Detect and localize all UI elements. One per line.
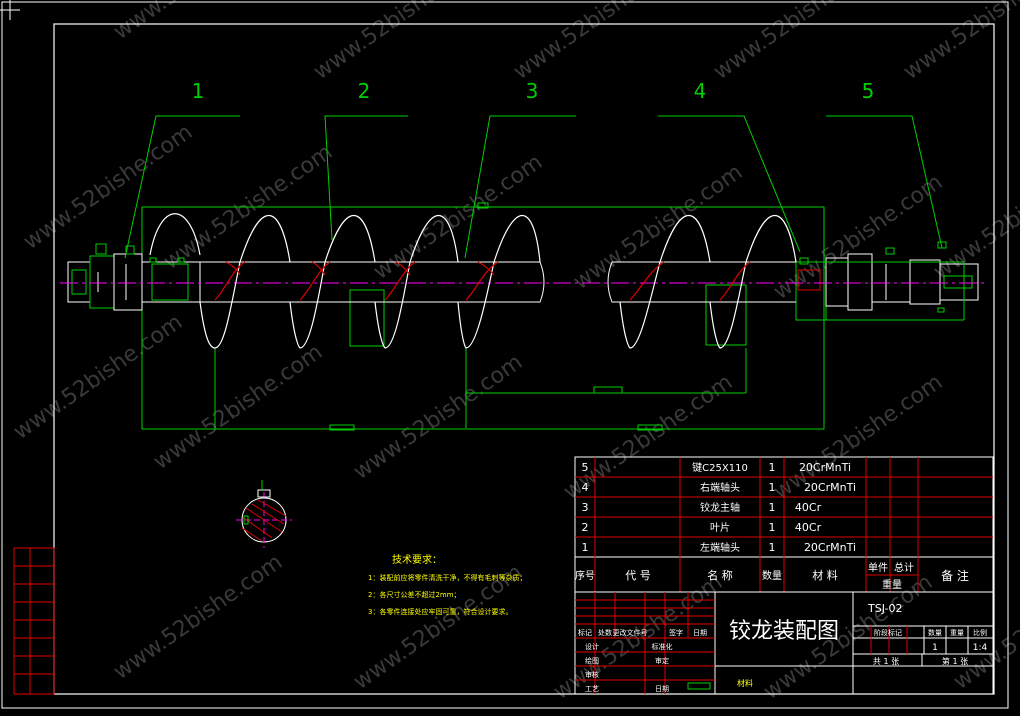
watermark: www.52bishe.com	[109, 550, 287, 685]
callout-number: 4	[694, 79, 707, 103]
tb-weight-label: 重量	[950, 629, 964, 637]
tb-role: 审核	[585, 670, 599, 679]
bom-header-weight: 重量	[882, 578, 902, 591]
inner-frame	[53, 23, 995, 695]
bom-material: 40Cr	[795, 501, 822, 514]
bom-header-seq: 序号	[575, 569, 595, 582]
tb-total-sheets: 共 1 张	[873, 657, 899, 666]
bom-header-unit: 单件	[868, 562, 888, 574]
bom-name: 左端轴头	[700, 541, 740, 554]
drawing-title: 铰龙装配图	[729, 619, 839, 644]
tb-sheet-number: 第 1 张	[942, 656, 968, 666]
tb-stage-label: 阶段标记	[874, 628, 902, 637]
tb-quantity-label: 数量	[928, 628, 942, 637]
callout-number: 5	[862, 79, 875, 103]
watermark: www.52bishe.com	[19, 120, 197, 255]
bom-qty: 1	[769, 521, 776, 534]
bom-qty: 1	[769, 541, 776, 554]
section-view	[236, 480, 292, 548]
title-block	[574, 591, 994, 695]
bom-seq: 5	[582, 461, 589, 474]
bom-material: 20CrMnTi	[799, 461, 851, 474]
bom-qty: 1	[769, 461, 776, 474]
drawing-code: TSJ-02	[867, 602, 903, 615]
outer-frame	[1, 1, 1009, 709]
bom-name: 键C25X110	[692, 461, 748, 474]
watermark: www.52bishe.com	[549, 570, 727, 705]
title-block-text: 标记 处数 更改文件号 签字 日期 设计 标准化 绘图 审定 审核 工艺 日期 …	[578, 628, 988, 693]
helical-blade	[149, 213, 797, 349]
bom-seq: 3	[582, 501, 589, 514]
bom-header-name: 名 称	[707, 568, 733, 582]
watermark: www.52bishe.com	[929, 150, 1020, 285]
watermark: www.52bishe.com	[309, 0, 487, 85]
bom-header-code: 代 号	[625, 569, 651, 582]
technical-notes: 技术要求： 1：装配前应将零件清洗干净，不得有毛刺等杂质； 2：各尺寸公差不超过…	[368, 553, 526, 616]
watermark: www.52bishe.com	[109, 0, 287, 45]
callout-number: 3	[526, 79, 539, 103]
tb-material-label: 材料	[737, 678, 753, 688]
tb-role: 绘图	[585, 656, 599, 665]
notes-title: 技术要求：	[392, 553, 442, 566]
right-shaft-end	[795, 241, 979, 321]
watermark: www.52bishe.com	[9, 310, 187, 445]
tb-role: 标准化	[652, 642, 673, 651]
leader-lines	[124, 115, 943, 259]
bom-header-qty: 数量	[762, 569, 782, 582]
bom-material: 40Cr	[795, 521, 822, 534]
tb-header: 签字	[669, 628, 683, 637]
note-item: 3：各零件连接处应牢固可靠，符合设计要求。	[368, 607, 512, 616]
bom-seq: 4	[582, 481, 589, 494]
bom-qty: 1	[769, 481, 776, 494]
title-block-grid	[575, 592, 908, 694]
note-item: 2：各尺寸公差不超过2mm；	[368, 590, 461, 599]
tb-scale-label: 比例	[973, 628, 987, 637]
watermark: www.52bishe.com	[899, 0, 1020, 85]
tb-header: 标记	[578, 628, 592, 637]
left-shaft-end	[67, 243, 201, 311]
bom-table	[574, 456, 994, 593]
side-table	[13, 547, 55, 695]
watermark: www.52bishe.com	[349, 350, 527, 485]
bom-rows: 5 键C25X110 1 20CrMnTi 4 右端轴头 1 20CrMnTi …	[575, 461, 969, 591]
tb-role: 设计	[585, 642, 599, 651]
watermark-layer: www.52bishe.com www.52bishe.com www.52bi…	[9, 0, 1020, 705]
bom-material: 20CrMnTi	[804, 541, 856, 554]
bom-seq: 2	[582, 521, 589, 534]
bom-name: 铰龙主轴	[700, 501, 740, 514]
bom-qty: 1	[769, 501, 776, 514]
callout-number: 2	[358, 79, 371, 103]
callout-number: 1	[192, 79, 205, 103]
tb-role: 审定	[655, 656, 669, 665]
bom-name: 叶片	[710, 521, 730, 534]
tb-header: 更改文件号	[613, 628, 648, 637]
tb-header: 处数	[598, 628, 612, 637]
tb-role: 日期	[655, 685, 669, 693]
bom-seq: 1	[582, 541, 589, 554]
watermark: www.52bishe.com	[709, 0, 887, 85]
note-item: 1：装配前应将零件清洗干净，不得有毛刺等杂质；	[368, 573, 526, 582]
bom-material: 20CrMnTi	[804, 481, 856, 494]
tb-quantity-value: 1	[932, 643, 938, 653]
watermark: www.52bishe.com	[769, 370, 947, 505]
bom-header-remark: 备 注	[941, 568, 969, 583]
main-shaft	[200, 261, 796, 303]
tb-role: 工艺	[585, 685, 599, 693]
bom-header-total: 总计	[894, 561, 914, 574]
watermark: www.52bishe.com	[509, 0, 687, 85]
housing-outline	[141, 202, 825, 431]
helix-section	[214, 261, 751, 301]
watermark: www.52bishe.com	[369, 150, 547, 285]
watermark: www.52bishe.com	[569, 160, 747, 295]
watermark: www.52bishe.com	[149, 340, 327, 475]
tb-scale-value: 1:4	[973, 643, 988, 653]
bom-name: 右端轴头	[700, 481, 740, 494]
bom-header-material: 材 料	[812, 568, 838, 582]
tb-header: 日期	[693, 629, 707, 637]
